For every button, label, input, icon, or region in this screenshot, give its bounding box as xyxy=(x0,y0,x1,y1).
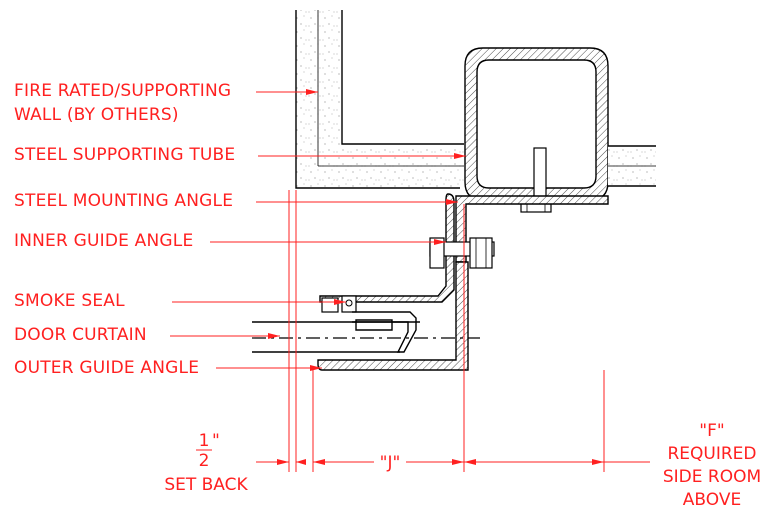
inner-guide-label: INNER GUIDE ANGLE xyxy=(14,231,193,251)
callout-wall: FIRE RATED/SUPPORTING WALL (BY OTHERS) xyxy=(14,81,318,125)
adjacent-structure xyxy=(608,145,656,187)
smoke-seal-label: SMOKE SEAL xyxy=(14,291,125,311)
setback-label: SET BACK xyxy=(164,475,248,495)
inner-guide-angle xyxy=(319,193,455,303)
callout-tube: STEEL SUPPORTING TUBE xyxy=(14,145,466,165)
f-label-line4: ABOVE xyxy=(683,490,741,510)
f-label-line2: REQUIRED xyxy=(667,444,756,464)
setback-inch-mark: " xyxy=(212,431,220,451)
door-curtain-endlock xyxy=(252,311,480,353)
outer-guide-label: OUTER GUIDE ANGLE xyxy=(14,358,199,378)
wall-label-line2: WALL (BY OTHERS) xyxy=(14,105,179,125)
j-dimension-label: "J" xyxy=(380,453,401,473)
guide-bolt xyxy=(429,237,495,269)
wall-label-line1: FIRE RATED/SUPPORTING xyxy=(14,81,231,101)
callout-mount-angle: STEEL MOUNTING ANGLE xyxy=(14,191,458,211)
f-label-line1: "F" xyxy=(699,421,724,441)
fire-rated-wall xyxy=(295,10,464,189)
f-dimension-label: "F" REQUIRED SIDE ROOM ABOVE xyxy=(663,421,761,510)
setback-numerator: 1 xyxy=(199,431,210,451)
dimension-lines xyxy=(256,190,650,472)
mount-angle-label: STEEL MOUNTING ANGLE xyxy=(14,191,233,211)
setback-denominator: 2 xyxy=(199,451,210,471)
steel-supporting-tube xyxy=(464,47,609,213)
f-label-line3: SIDE ROOM xyxy=(663,467,761,487)
setback-dimension: 1 2 " SET BACK xyxy=(164,431,248,495)
callout-smoke-seal: SMOKE SEAL xyxy=(14,291,346,311)
tube-label: STEEL SUPPORTING TUBE xyxy=(14,145,235,165)
callout-outer-guide: OUTER GUIDE ANGLE xyxy=(14,358,322,378)
callout-curtain: DOOR CURTAIN xyxy=(14,325,280,345)
curtain-label: DOOR CURTAIN xyxy=(14,325,147,345)
callout-inner-guide: INNER GUIDE ANGLE xyxy=(14,231,446,251)
